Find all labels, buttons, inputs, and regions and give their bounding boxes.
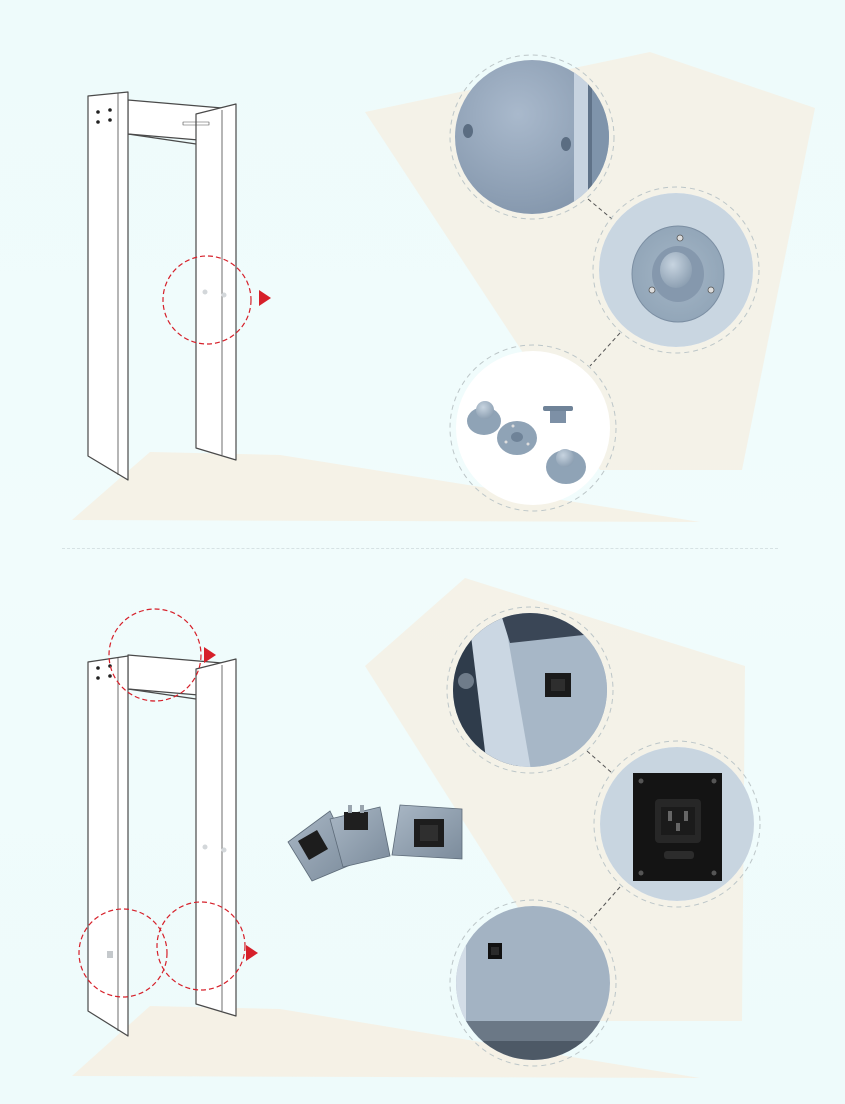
detail-rubber-feet-parts xyxy=(449,344,617,512)
gate-left-panel xyxy=(87,655,129,1037)
mounting-feet-panel xyxy=(0,0,845,548)
highlight-circle-lower-right xyxy=(156,901,246,991)
detail-iec-socket-closeup xyxy=(593,740,761,908)
metal-detector-gate xyxy=(87,654,237,1037)
gate-rivet xyxy=(221,292,227,298)
gate-right-panel xyxy=(195,658,237,1017)
gate-left-panel xyxy=(87,91,129,481)
red-arrow xyxy=(246,945,258,961)
detail-socket-mounted-closeup xyxy=(446,606,614,774)
power-socket-panel xyxy=(0,551,845,1104)
gate-right-panel xyxy=(195,103,237,461)
loose-power-socket-modules xyxy=(287,804,463,882)
gate-top-bolts xyxy=(96,108,112,124)
mounting-feet-illustration xyxy=(72,52,815,522)
highlight-circle-lower-left xyxy=(78,908,168,998)
gate-rivet xyxy=(202,289,208,295)
highlight-circle-side-rivets xyxy=(162,255,252,345)
section-divider xyxy=(62,548,778,549)
metal-detector-gate xyxy=(87,91,237,481)
gate-rivet xyxy=(202,844,208,850)
power-socket-illustration xyxy=(72,578,761,1078)
gate-socket-mark xyxy=(107,951,113,958)
red-arrow xyxy=(259,290,271,306)
detail-rubber-foot-closeup xyxy=(592,186,760,354)
floor-shadow xyxy=(72,452,700,522)
detail-rivet-holes-closeup xyxy=(449,54,615,220)
detail-socket-on-panel-closeup xyxy=(449,899,617,1067)
floor-shadow xyxy=(72,1006,700,1078)
gate-rivet xyxy=(221,847,227,853)
red-arrow xyxy=(204,647,216,663)
highlight-circle-top-beam xyxy=(108,608,202,702)
